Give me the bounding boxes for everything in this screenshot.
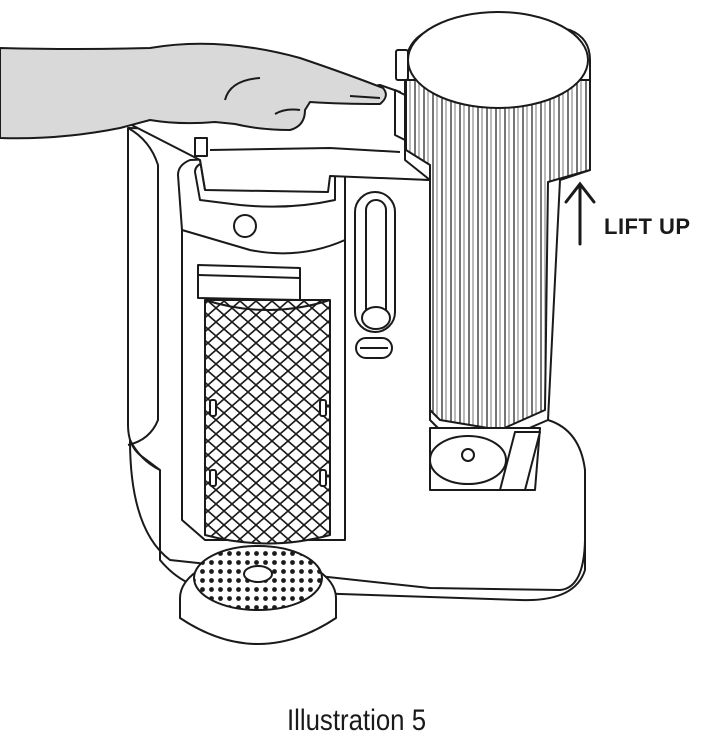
lift-up-label: LIFT UP [604, 214, 691, 239]
up-arrow-icon [564, 181, 596, 246]
figure-caption: Illustration 5 [286, 704, 427, 737]
base-edge [129, 439, 161, 471]
spout-slot [197, 264, 301, 301]
base-plate [129, 439, 586, 591]
hand [0, 42, 387, 140]
reservoir-lid [407, 11, 589, 109]
water-float [361, 306, 391, 330]
mesh-filter [204, 299, 331, 545]
side-panel [127, 127, 159, 446]
brand-logo-icon [233, 214, 257, 238]
water-window-inner [365, 199, 387, 321]
reservoir-ribs [405, 79, 591, 431]
